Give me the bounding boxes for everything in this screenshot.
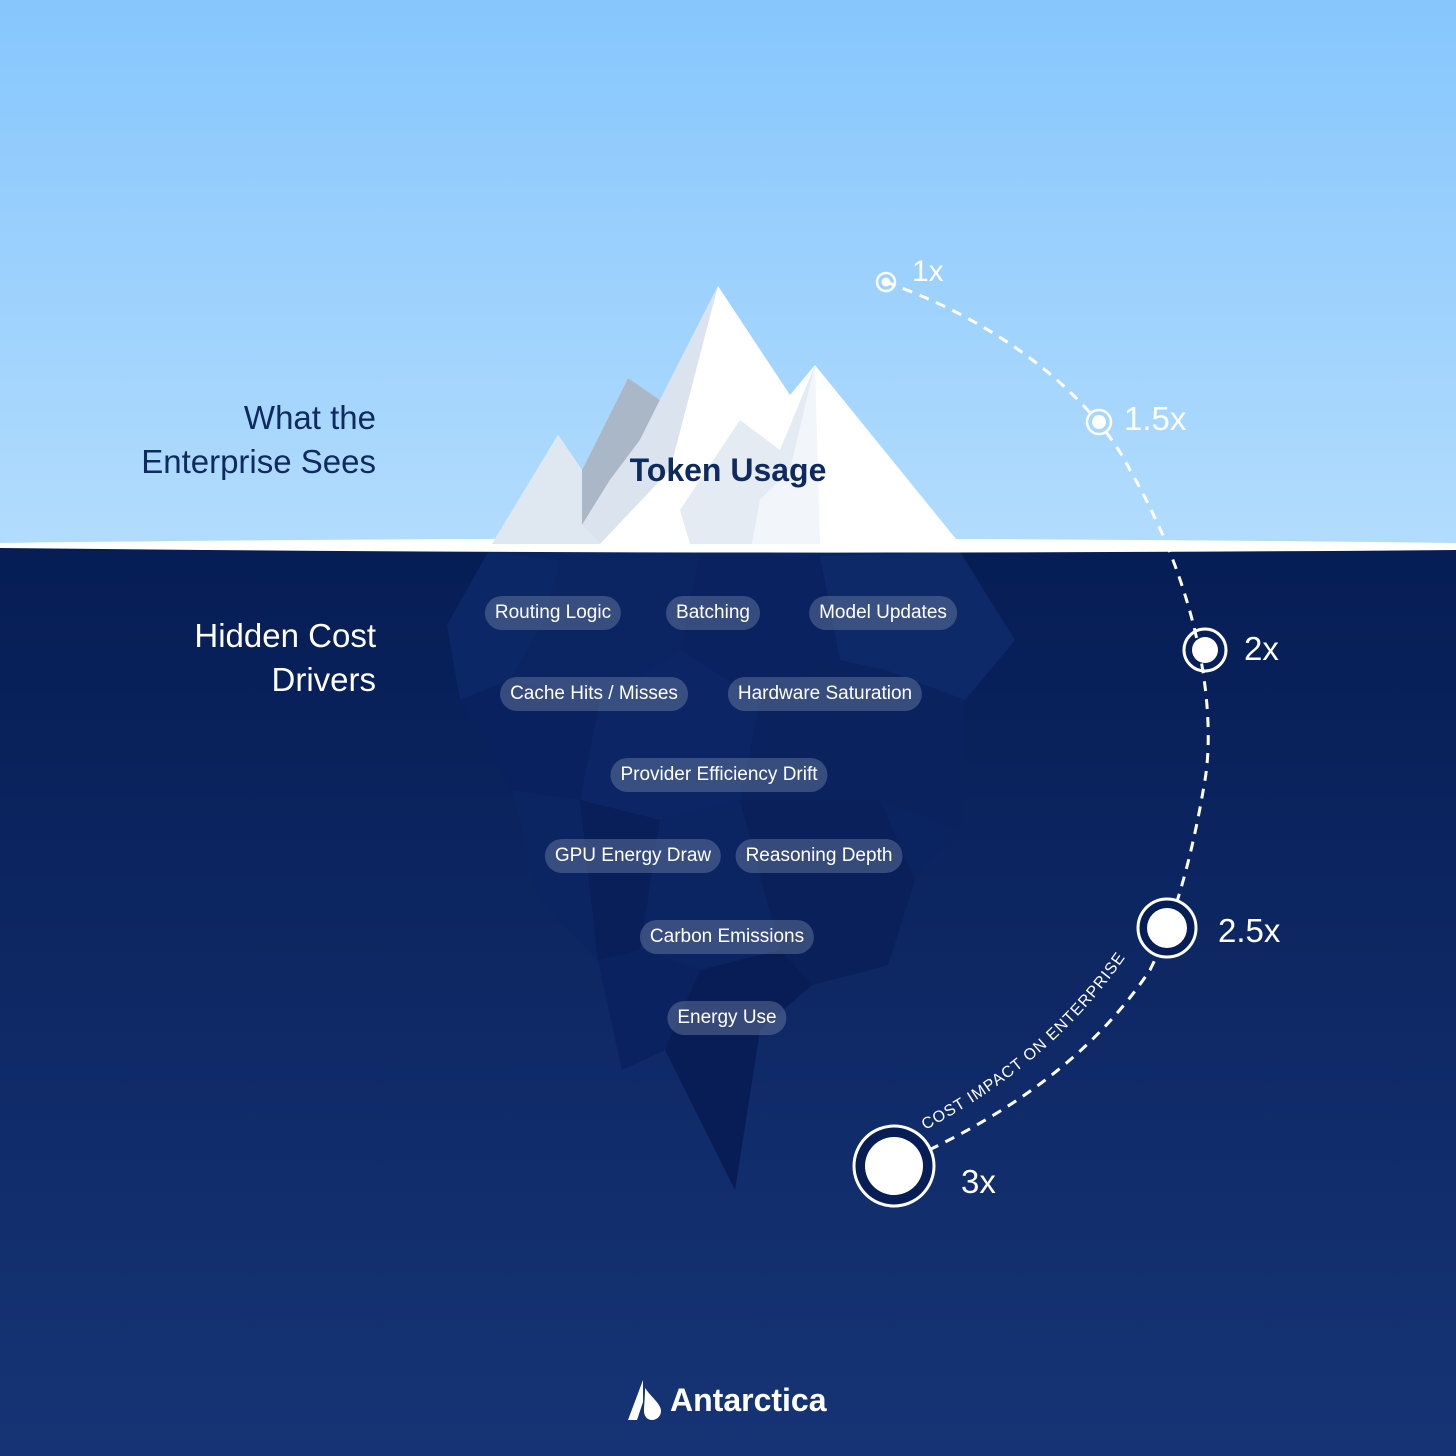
waterline (0, 538, 1456, 553)
scale-label-1x: 1x (912, 255, 944, 288)
enterprise-sees-label: What the Enterprise Sees (100, 396, 376, 484)
driver-pill-hardware-saturation: Hardware Saturation (727, 677, 923, 711)
driver-pill-carbon-emissions: Carbon Emissions (639, 920, 815, 954)
scale-marker-1x (875, 271, 897, 293)
hidden-cost-label: Hidden Cost Drivers (100, 614, 376, 702)
hidden-cost-line-1: Hidden Cost (194, 617, 376, 654)
scale-label-1-5x: 1.5x (1124, 400, 1187, 437)
driver-pill-provider-efficiency-drift: Provider Efficiency Drift (610, 758, 828, 792)
antarctica-logo-icon (628, 1380, 661, 1420)
driver-pill-energy-use: Energy Use (667, 1001, 787, 1035)
scale-label-2x: 2x (1244, 630, 1279, 667)
iceberg-peak (492, 286, 960, 544)
driver-pill-model-updates: Model Updates (809, 596, 957, 630)
scale-marker-1-5x (1085, 408, 1113, 436)
token-usage-label: Token Usage (629, 452, 827, 488)
driver-pill-routing-logic: Routing Logic (484, 596, 622, 630)
driver-pill-cache-hits: Cache Hits / Misses (500, 677, 688, 711)
driver-pill-batching: Batching (666, 596, 760, 630)
hidden-cost-line-2: Drivers (271, 661, 377, 698)
scale-marker-2-5x (1136, 897, 1198, 959)
brand-logo: Antarctica (628, 1378, 827, 1422)
brand-name: Antarctica (670, 1381, 827, 1418)
scale-label-3x: 3x (961, 1163, 996, 1200)
cost-impact-arc (885, 280, 1210, 1168)
driver-pill-gpu-energy-draw: GPU Energy Draw (544, 839, 722, 873)
scale-label-2-5x: 2.5x (1218, 912, 1281, 949)
submerged-iceberg (447, 552, 1015, 1190)
scale-marker-2x (1182, 627, 1228, 673)
driver-pill-reasoning-depth: Reasoning Depth (735, 839, 903, 873)
enterprise-sees-line-1: What the (243, 399, 376, 436)
enterprise-sees-line-2: Enterprise Sees (141, 443, 376, 480)
scale-marker-3x (852, 1124, 936, 1208)
